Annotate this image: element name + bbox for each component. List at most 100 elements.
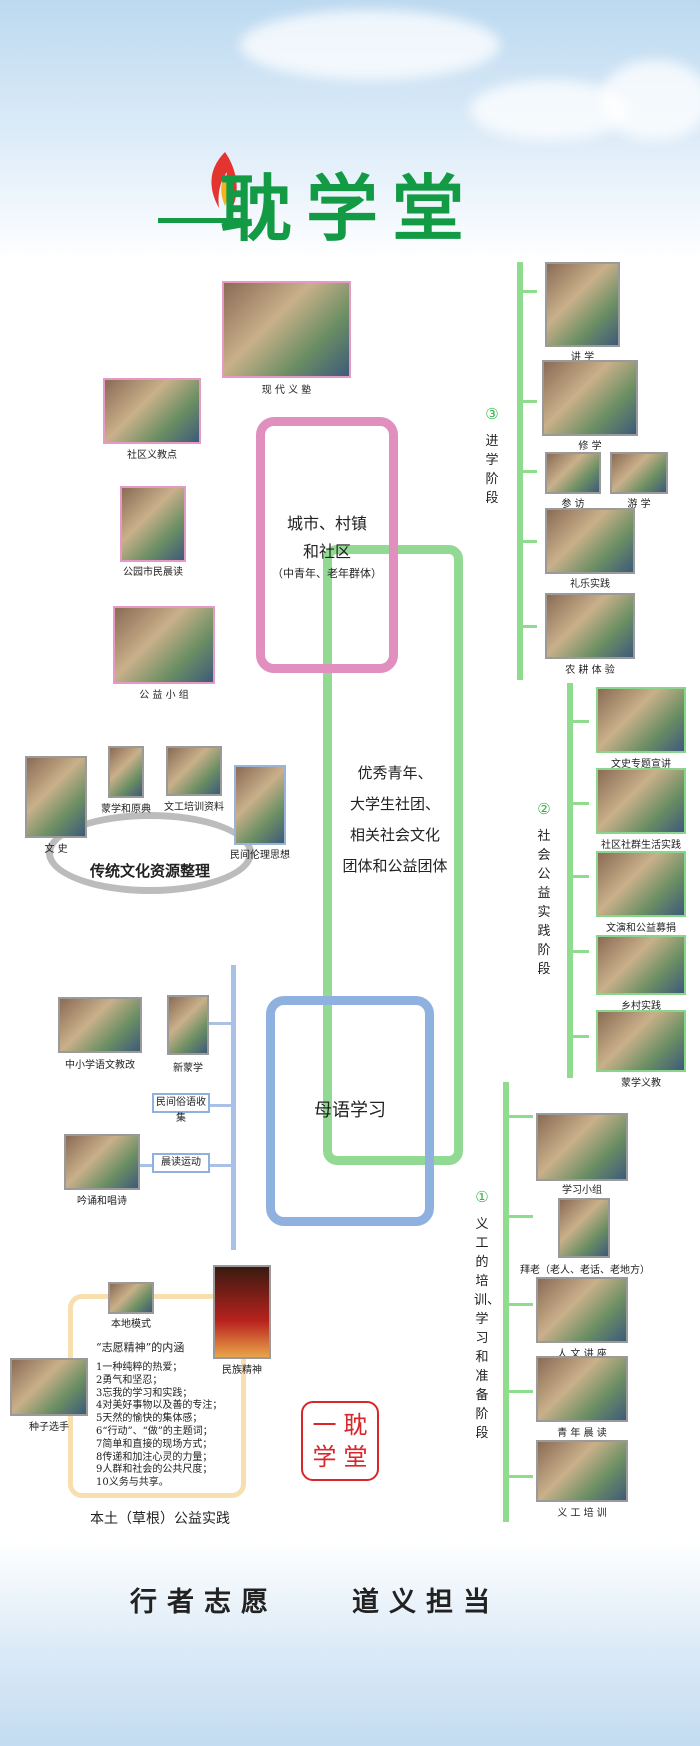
seal-text: 一耽学堂 bbox=[309, 1409, 371, 1473]
photo-caption: 吟诵和唱诗 bbox=[77, 1196, 127, 1207]
photo-caption: 民族精神 bbox=[222, 1365, 262, 1376]
connector bbox=[517, 540, 537, 543]
volunteer-spirit-list: 1一种纯粹的热爱； 2勇气和坚忍； 3忘我的学习和实践； 4对美好事物以及善的专… bbox=[96, 1362, 222, 1490]
spirit-item: 2勇气和坚忍； bbox=[96, 1374, 163, 1386]
photo-caption: 蒙学义教 bbox=[621, 1078, 661, 1089]
photo-caption: 中小学语文教改 bbox=[65, 1060, 135, 1071]
photo-village bbox=[596, 935, 686, 995]
mother-tongue-box bbox=[266, 996, 434, 1226]
photo-rites bbox=[545, 508, 635, 574]
spirit-item: 1一种纯粹的热爱； bbox=[96, 1362, 183, 1373]
photo-caption: 文工培训资料 bbox=[164, 802, 224, 813]
stage3-label: ③ 进学阶段 bbox=[484, 405, 500, 508]
connector bbox=[567, 875, 589, 878]
stage2-text: 社会公益实践阶段 bbox=[537, 829, 551, 977]
seal-stamp: 一耽学堂 bbox=[301, 1401, 379, 1481]
photo-chanting bbox=[64, 1134, 140, 1190]
photo-community-class bbox=[103, 378, 201, 444]
photo-caption: 参 访 bbox=[561, 499, 585, 510]
photo-caption: 义 工 培 训 bbox=[557, 1508, 607, 1519]
connector bbox=[567, 950, 589, 953]
seal-char: 一 bbox=[312, 1411, 337, 1439]
photo-history-book bbox=[25, 756, 87, 838]
photo-caption: 青 年 晨 读 bbox=[557, 1428, 607, 1439]
photo-caption: 本地模式 bbox=[111, 1319, 151, 1330]
connector bbox=[503, 1475, 533, 1478]
seal-char: 学 bbox=[312, 1443, 337, 1471]
photo-charity-group bbox=[113, 606, 215, 684]
photo-school-reform bbox=[58, 997, 142, 1053]
spirit-item: 3忘我的学习和实践； bbox=[96, 1387, 193, 1399]
connector bbox=[517, 290, 537, 293]
seal-char: 堂 bbox=[343, 1443, 368, 1471]
page-title: 耽学堂 bbox=[220, 166, 479, 251]
photo-training-material bbox=[166, 746, 222, 796]
youth-label: 团体和公益团体 bbox=[342, 857, 448, 875]
mother-tongue-label: 母语学习 bbox=[314, 1100, 386, 1121]
photo-caption: 公园市民晨读 bbox=[123, 567, 183, 578]
photo-caption: 蒙学和原典 bbox=[101, 804, 151, 815]
photo-caption: 公 益 小 组 bbox=[139, 690, 189, 701]
connector bbox=[567, 1035, 589, 1038]
stage2-number: ② bbox=[537, 800, 551, 818]
photo-history-talk bbox=[596, 687, 686, 753]
spirit-item: 9人群和社会的公共尺度； bbox=[96, 1464, 213, 1476]
photo-caption: 讲 学 bbox=[570, 352, 595, 363]
photo-park-reading bbox=[120, 486, 186, 562]
community-box bbox=[256, 417, 398, 673]
stage1-label: ① 义工的培训、学习和准备阶段 bbox=[474, 1188, 500, 1443]
grassroots-title: 本土（草根）公益实践 bbox=[90, 1511, 230, 1527]
spirit-item: 5天然的愉快的集体感； bbox=[96, 1413, 203, 1425]
connector bbox=[200, 1022, 231, 1025]
resource-title: 传统文化资源整理 bbox=[89, 862, 210, 880]
connector bbox=[503, 1115, 533, 1118]
photo-visiting-elders bbox=[558, 1198, 610, 1258]
connector bbox=[210, 1104, 231, 1107]
spirit-item: 6“行动”、“做”的主题词； bbox=[96, 1425, 213, 1437]
connector bbox=[567, 802, 589, 805]
photo-caption: 学习小组 bbox=[562, 1185, 602, 1196]
photo-study bbox=[542, 360, 638, 436]
community-label-2: 和社区 bbox=[302, 542, 351, 561]
photo-caption: 农 耕 体 验 bbox=[565, 665, 615, 676]
youth-label: 优秀青年、 bbox=[357, 764, 433, 782]
motto: 行者志愿 道义担当 bbox=[130, 1587, 500, 1618]
photo-visit bbox=[545, 452, 601, 494]
photo-caption: 民间伦理思想 bbox=[230, 850, 290, 861]
volunteer-spirit-heading: “志愿精神”的内涵 bbox=[96, 1341, 185, 1354]
cloud-decoration bbox=[600, 60, 700, 140]
spirit-item: 10义务与共享。 bbox=[96, 1477, 169, 1489]
photo-travel-study bbox=[610, 452, 668, 494]
stage2-label: ② 社会公益实践阶段 bbox=[536, 800, 552, 979]
connector bbox=[210, 1164, 231, 1167]
photo-lecture bbox=[545, 262, 620, 347]
photo-farming bbox=[545, 593, 635, 659]
spirit-item: 7简单和直接的现场方式； bbox=[96, 1438, 213, 1450]
photo-caption: 人 文 讲 座 bbox=[557, 1349, 607, 1360]
photo-modern-school bbox=[222, 281, 351, 378]
connector bbox=[517, 400, 537, 403]
stage2-line bbox=[567, 683, 573, 1078]
photo-performance bbox=[596, 851, 686, 917]
photo-caption: 拜老（老人、老话、老地方） bbox=[520, 1265, 650, 1276]
photo-caption: 文史专题宣讲 bbox=[611, 759, 671, 770]
resource-ellipse bbox=[46, 812, 254, 894]
photo-caption: 修 学 bbox=[578, 441, 602, 452]
youth-label: 大学生社团、 bbox=[349, 795, 440, 813]
photo-new-primer bbox=[167, 995, 209, 1055]
stage1-number: ① bbox=[475, 1188, 489, 1206]
youth-groups-text: 优秀青年、 大学生社团、 相关社会文化 团体和公益团体 bbox=[325, 758, 465, 882]
connector bbox=[517, 625, 537, 628]
photo-community-life bbox=[596, 768, 686, 834]
morning-reading-node: 晨读运动 bbox=[152, 1153, 210, 1173]
stage3-number: ③ bbox=[485, 405, 499, 423]
photo-local-model bbox=[108, 1282, 154, 1314]
photo-study-group bbox=[536, 1113, 628, 1181]
community-label-1: 城市、村镇 bbox=[286, 514, 367, 533]
photo-folk-ethics-book bbox=[234, 765, 286, 845]
connector bbox=[140, 1164, 155, 1167]
connector bbox=[503, 1303, 533, 1306]
spirit-item: 4对美好事物以及善的专注； bbox=[96, 1400, 223, 1412]
stage3-text: 进学阶段 bbox=[485, 434, 499, 506]
cloud-decoration bbox=[240, 10, 500, 80]
